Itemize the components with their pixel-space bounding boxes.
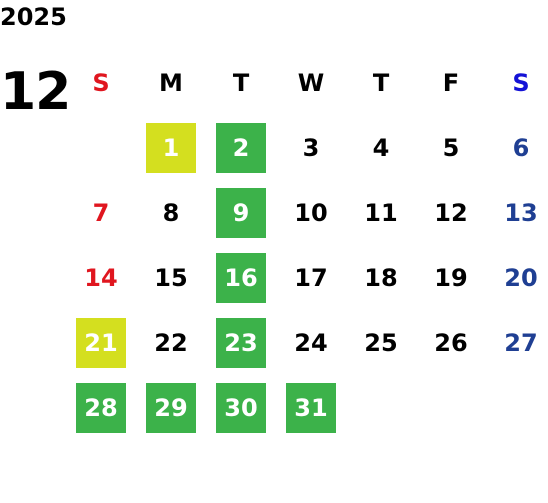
day-cell[interactable]: 16: [206, 245, 276, 310]
day-cell[interactable]: 20: [486, 245, 548, 310]
day-cell[interactable]: 4: [346, 115, 416, 180]
day-number: 17: [294, 263, 328, 292]
day-number: 29: [146, 382, 196, 433]
day-number: 16: [216, 252, 266, 303]
day-cell[interactable]: 18: [346, 245, 416, 310]
day-cell[interactable]: 7: [66, 180, 136, 245]
day-number: 21: [76, 317, 126, 368]
day-number: 3: [302, 133, 320, 162]
day-number: 14: [84, 263, 118, 292]
day-cell[interactable]: 9: [206, 180, 276, 245]
day-cell[interactable]: 13: [486, 180, 548, 245]
day-number: 24: [294, 328, 328, 357]
day-cell[interactable]: 17: [276, 245, 346, 310]
day-cell[interactable]: 23: [206, 310, 276, 375]
day-number: 25: [364, 328, 398, 357]
day-cell[interactable]: 24: [276, 310, 346, 375]
day-number: 9: [216, 187, 266, 238]
day-number: 27: [504, 328, 538, 357]
day-number: 18: [364, 263, 398, 292]
month-number: 12: [0, 62, 71, 122]
day-cell[interactable]: 3: [276, 115, 346, 180]
day-number: 31: [286, 382, 336, 433]
day-cell[interactable]: 30: [206, 375, 276, 440]
day-number: 10: [294, 198, 328, 227]
day-cell[interactable]: 21: [66, 310, 136, 375]
day-cell[interactable]: 10: [276, 180, 346, 245]
day-cell[interactable]: 22: [136, 310, 206, 375]
day-number: 30: [216, 382, 266, 433]
day-cell: [66, 115, 136, 180]
day-cell[interactable]: 2: [206, 115, 276, 180]
day-number: 2: [216, 122, 266, 173]
weekday-header: S: [512, 68, 530, 97]
day-cell[interactable]: 8: [136, 180, 206, 245]
day-number: 28: [76, 382, 126, 433]
year-label: 2025: [0, 3, 67, 31]
day-number: 23: [216, 317, 266, 368]
weekday-header: W: [297, 68, 325, 97]
day-cell[interactable]: 28: [66, 375, 136, 440]
day-number: 8: [162, 198, 180, 227]
day-cell[interactable]: 19: [416, 245, 486, 310]
day-cell[interactable]: 15: [136, 245, 206, 310]
weekday-header: T: [232, 68, 250, 97]
day-cell[interactable]: 31: [276, 375, 346, 440]
day-cell[interactable]: 14: [66, 245, 136, 310]
day-number: 12: [434, 198, 468, 227]
day-cell[interactable]: 11: [346, 180, 416, 245]
day-number: 20: [504, 263, 538, 292]
day-number: 15: [154, 263, 188, 292]
day-number: 19: [434, 263, 468, 292]
empty-day: [76, 123, 126, 173]
day-cell[interactable]: 12: [416, 180, 486, 245]
day-number: 6: [512, 133, 530, 162]
day-number: 11: [364, 198, 398, 227]
day-number: 1: [146, 122, 196, 173]
day-cell[interactable]: 25: [346, 310, 416, 375]
day-number: 26: [434, 328, 468, 357]
day-cell[interactable]: 29: [136, 375, 206, 440]
weekday-header: T: [372, 68, 390, 97]
day-number: 22: [154, 328, 188, 357]
day-cell[interactable]: 5: [416, 115, 486, 180]
day-cell[interactable]: 27: [486, 310, 548, 375]
day-number: 7: [92, 198, 110, 227]
day-cell[interactable]: 26: [416, 310, 486, 375]
day-number: 5: [442, 133, 460, 162]
weekday-header: F: [442, 68, 460, 97]
day-cell[interactable]: 1: [136, 115, 206, 180]
weekday-header: S: [92, 68, 110, 97]
weekday-header: M: [159, 68, 183, 97]
day-cell[interactable]: 6: [486, 115, 548, 180]
day-number: 4: [372, 133, 390, 162]
day-number: 13: [504, 198, 538, 227]
